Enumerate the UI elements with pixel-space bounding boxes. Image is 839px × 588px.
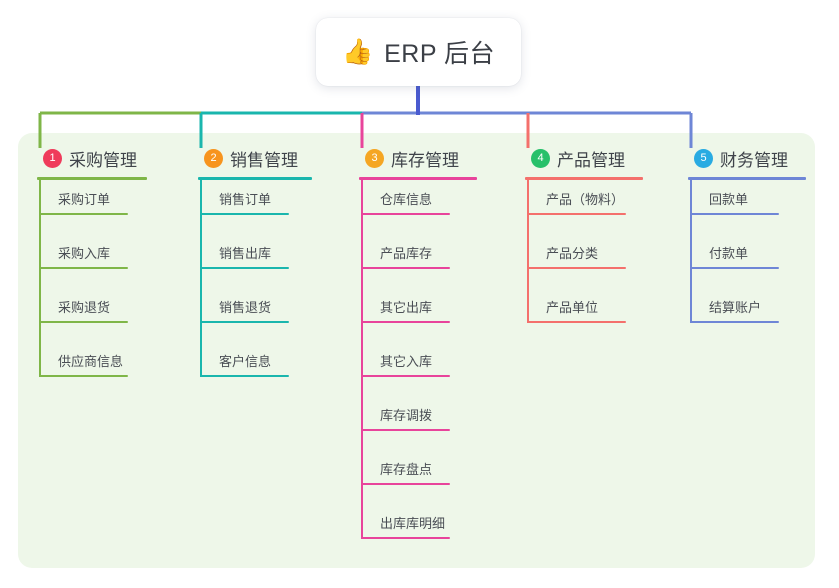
branch-item[interactable]: 结算账户 — [691, 289, 779, 323]
branch-item-rule — [528, 267, 626, 269]
branch-item-label: 采购退货 — [58, 300, 111, 315]
branch-item[interactable]: 库存盘点 — [362, 451, 450, 485]
branch-title: 库存管理 — [391, 150, 459, 170]
branch-item-label: 采购订单 — [58, 192, 111, 207]
branch-item-rule — [362, 213, 450, 215]
branch-item[interactable]: 采购入库 — [40, 235, 128, 269]
branch-item[interactable]: 销售退货 — [201, 289, 289, 323]
branch-item-label: 其它出库 — [380, 300, 433, 315]
branch-item-label: 产品单位 — [546, 300, 599, 315]
branches-panel — [18, 133, 815, 568]
root-node-title: ERP 后台 — [384, 40, 496, 68]
branch-item-rule — [40, 321, 128, 323]
branch-item-rule — [362, 375, 450, 377]
branch-item[interactable]: 其它出库 — [362, 289, 450, 323]
branch-number-badge: 1 — [43, 148, 62, 168]
branch-item-label: 仓库信息 — [380, 192, 433, 207]
branch-title: 采购管理 — [69, 150, 137, 170]
branch-header-rule — [359, 177, 477, 180]
branch-item-label: 客户信息 — [219, 354, 272, 369]
branch-item[interactable]: 销售出库 — [201, 235, 289, 269]
branch-item-rule — [40, 213, 128, 215]
branch-column-1: 1 采购管理采购订单采购入库采购退货供应商信息 — [37, 145, 147, 377]
branch-item[interactable]: 产品分类 — [528, 235, 626, 269]
branch-item[interactable]: 采购订单 — [40, 181, 128, 215]
branch-item-rule — [201, 321, 289, 323]
branch-item-rule — [362, 537, 450, 539]
branch-item-rule — [528, 321, 626, 323]
branch-item-rule — [362, 267, 450, 269]
branch-item[interactable]: 供应商信息 — [40, 343, 128, 377]
branch-item[interactable]: 客户信息 — [201, 343, 289, 377]
branch-item-rule — [40, 375, 128, 377]
branch-item-rule — [362, 429, 450, 431]
branch-item[interactable]: 付款单 — [691, 235, 779, 269]
branch-item-label: 销售退货 — [219, 300, 272, 315]
branch-header-1[interactable]: 1 采购管理 — [37, 145, 137, 171]
branch-item-rule — [528, 213, 626, 215]
branch-item-label: 结算账户 — [709, 300, 762, 315]
branch-column-2: 2 销售管理销售订单销售出库销售退货客户信息 — [198, 145, 312, 377]
branch-column-4: 4 产品管理产品（物料） 产品分类产品单位 — [525, 145, 643, 323]
branch-item[interactable]: 产品（物料） — [528, 181, 626, 215]
branch-header-rule — [525, 177, 643, 180]
branch-item[interactable]: 库存调拨 — [362, 397, 450, 431]
branch-header-rule — [37, 177, 147, 180]
branch-title: 产品管理 — [557, 150, 625, 170]
branch-item-label: 产品（物料） — [546, 192, 625, 207]
branch-item-rule — [40, 267, 128, 269]
branch-item[interactable]: 其它入库 — [362, 343, 450, 377]
branch-item[interactable]: 仓库信息 — [362, 181, 450, 215]
branch-item-label: 回款单 — [709, 192, 749, 207]
branch-header-rule — [688, 177, 806, 180]
branch-item-label: 供应商信息 — [58, 354, 124, 369]
branch-number-badge: 4 — [531, 148, 550, 168]
branch-item-rule — [362, 483, 450, 485]
branch-header-4[interactable]: 4 产品管理 — [525, 145, 625, 171]
branch-item-label: 出库库明细 — [380, 516, 446, 531]
branch-item[interactable]: 销售订单 — [201, 181, 289, 215]
branch-item-label: 销售出库 — [219, 246, 272, 261]
branch-number-badge: 2 — [204, 148, 223, 168]
branch-title: 销售管理 — [230, 150, 298, 170]
branch-item-label: 付款单 — [709, 246, 749, 261]
branch-item[interactable]: 采购退货 — [40, 289, 128, 323]
branch-item-rule — [691, 321, 779, 323]
branch-item[interactable]: 出库库明细 — [362, 505, 450, 539]
branch-column-3: 3 库存管理仓库信息产品库存其它出库其它入库库存调拨库存盘点出库库明细 — [359, 145, 477, 539]
branch-item[interactable]: 产品库存 — [362, 235, 450, 269]
branch-item[interactable]: 产品单位 — [528, 289, 626, 323]
branch-title: 财务管理 — [720, 150, 788, 170]
branch-column-5: 5 财务管理回款单付款单结算账户 — [688, 145, 806, 323]
branch-item-label: 销售订单 — [219, 192, 272, 207]
branch-item-rule — [201, 213, 289, 215]
branch-item-label: 其它入库 — [380, 354, 433, 369]
branch-item-rule — [362, 321, 450, 323]
branch-item-label: 采购入库 — [58, 246, 111, 261]
branch-item-label: 库存调拨 — [380, 408, 433, 423]
branch-header-rule — [198, 177, 312, 180]
branch-number-badge: 5 — [694, 148, 713, 168]
branch-item-label: 产品库存 — [380, 246, 433, 261]
branch-item-rule — [201, 267, 289, 269]
branch-item-label: 产品分类 — [546, 246, 599, 261]
branch-item-label: 库存盘点 — [380, 462, 433, 477]
thumbs-up-icon: 👍 — [341, 37, 374, 66]
branch-header-3[interactable]: 3 库存管理 — [359, 145, 459, 171]
branch-item-rule — [691, 213, 779, 215]
branch-item[interactable]: 回款单 — [691, 181, 779, 215]
branch-item-rule — [201, 375, 289, 377]
branch-header-5[interactable]: 5 财务管理 — [688, 145, 788, 171]
branch-item-rule — [691, 267, 779, 269]
branch-header-2[interactable]: 2 销售管理 — [198, 145, 298, 171]
branch-number-badge: 3 — [365, 148, 384, 168]
root-node[interactable]: 👍 ERP 后台 — [316, 18, 521, 86]
root-node-content: 👍 ERP 后台 — [342, 34, 495, 70]
